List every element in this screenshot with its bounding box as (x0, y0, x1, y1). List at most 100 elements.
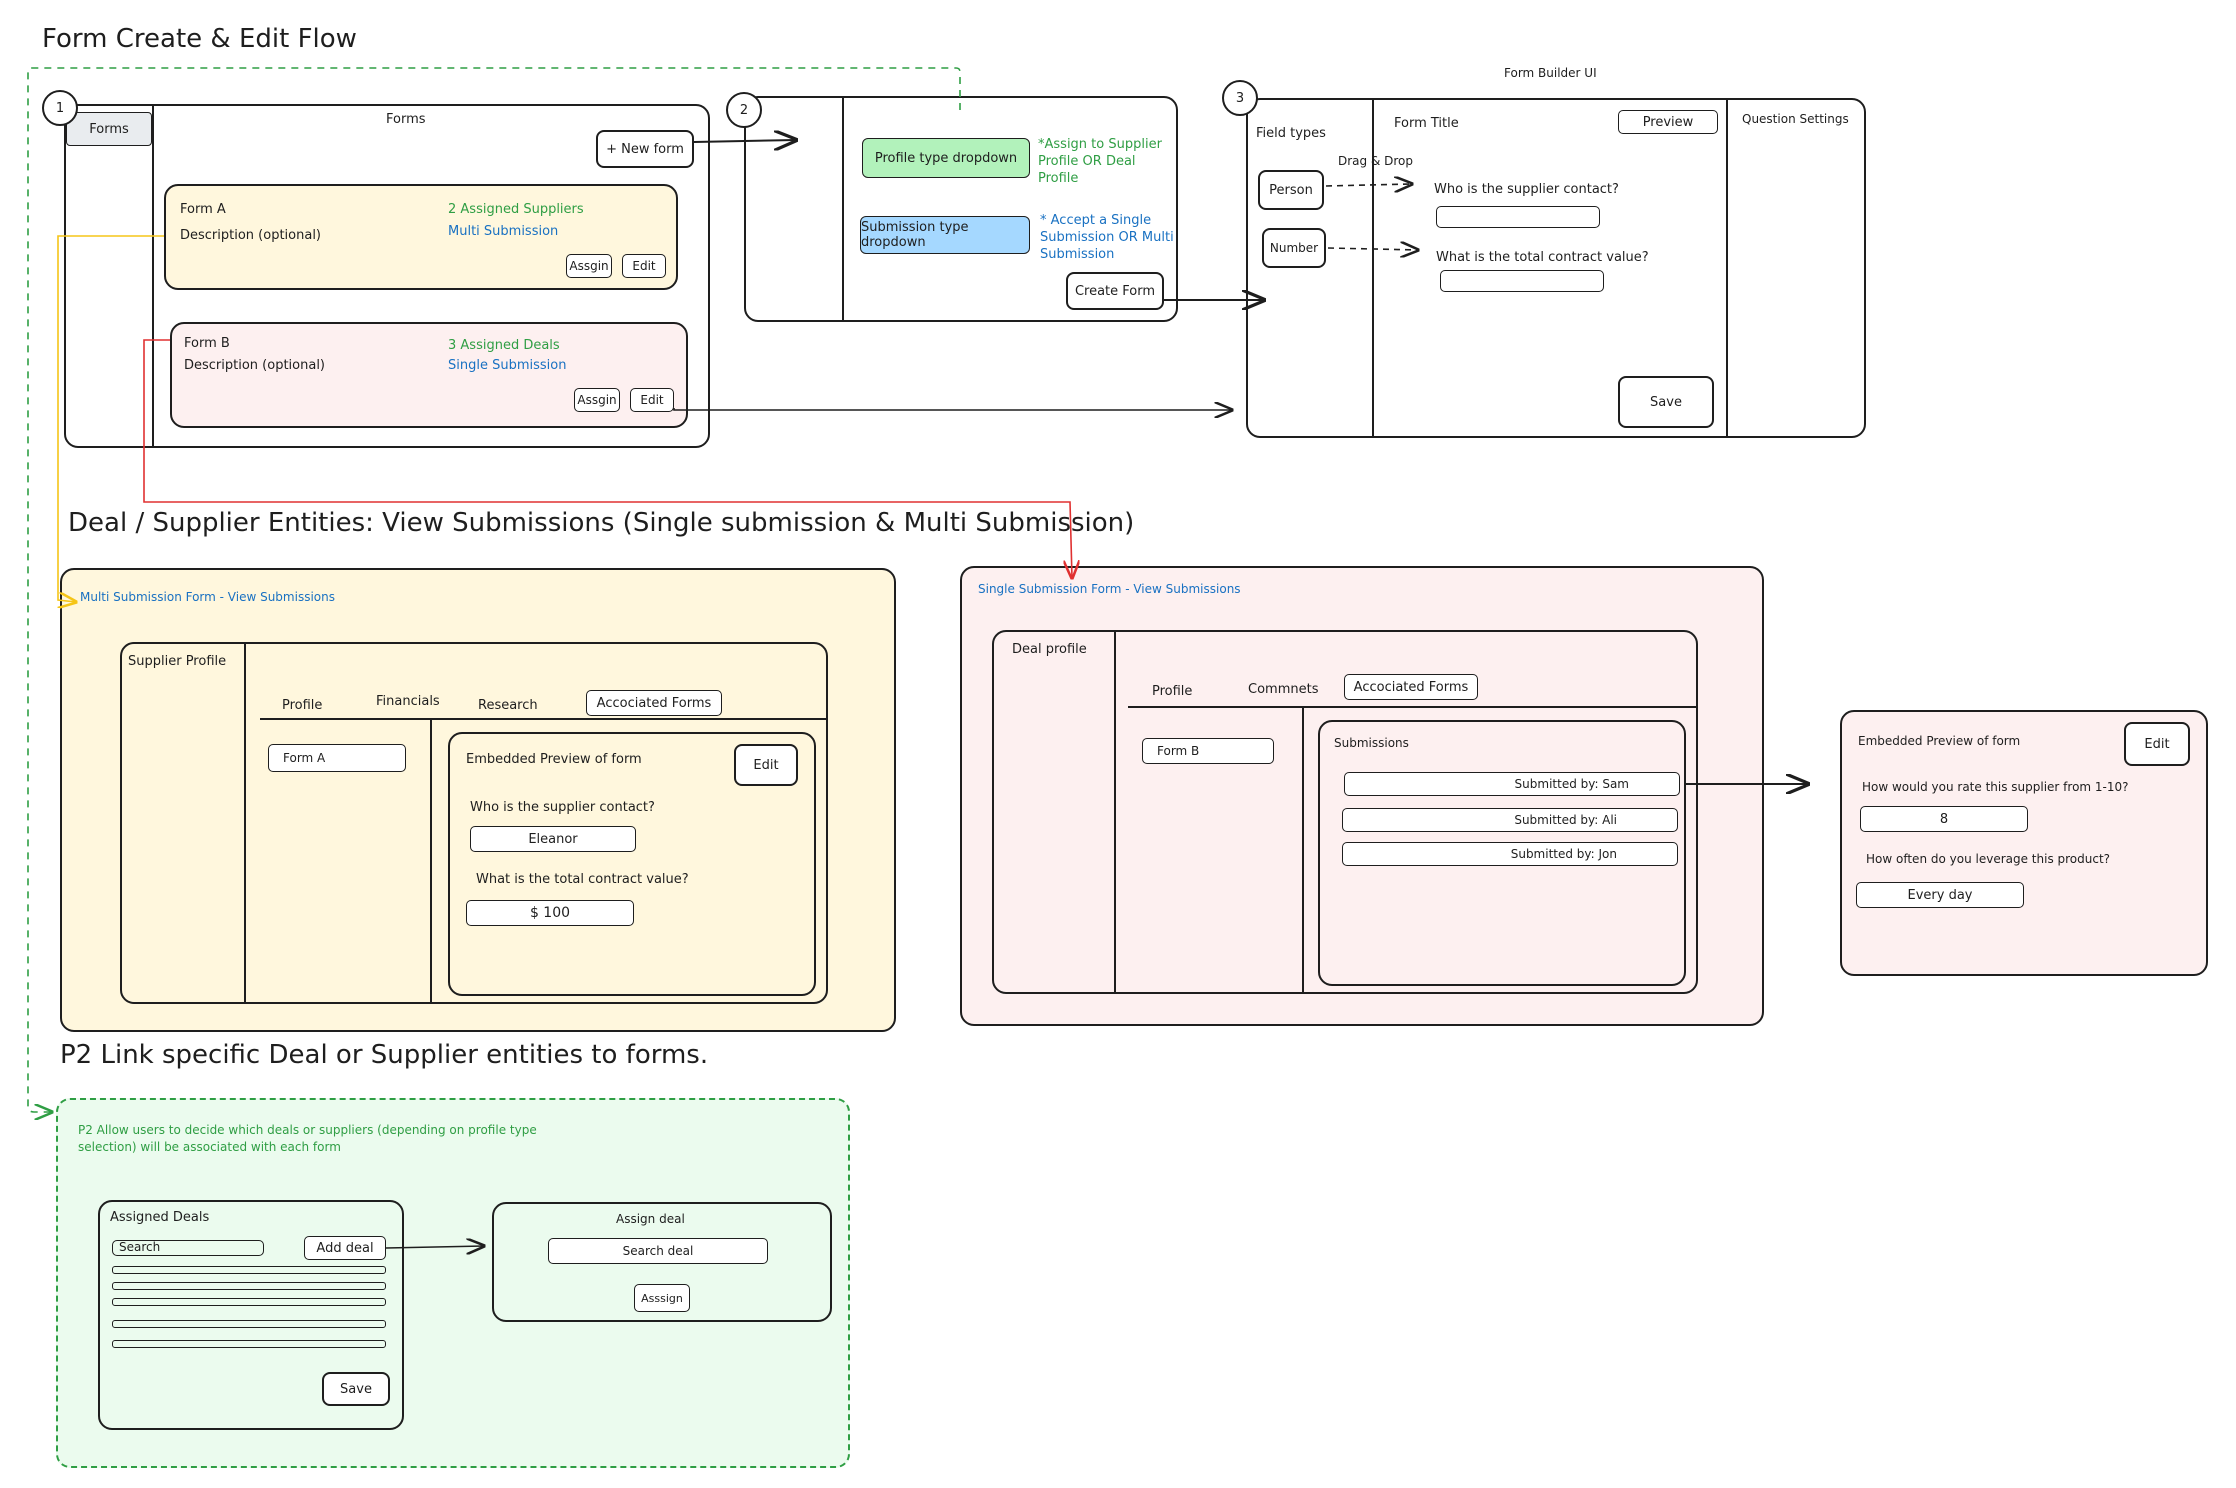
submission-row[interactable]: Submitted by: Sam (1344, 772, 1680, 796)
embedded-preview-q1: How would you rate this supplier from 1-… (1862, 780, 2129, 794)
assigned-deals-frame (98, 1200, 404, 1430)
submission-type-note: * Accept a Single Submission OR Multi Su… (1040, 213, 1174, 262)
form-b-description: Description (optional) (184, 358, 326, 373)
form-a-description: Description (optional) (180, 228, 322, 243)
forms-header: Forms (386, 112, 426, 127)
builder-answer-1-input[interactable] (1436, 206, 1600, 228)
entities-title: Deal / Supplier Entities: View Submissio… (68, 508, 1135, 538)
single-submission-panel (960, 566, 1764, 1026)
forms-sidebar-divider (152, 104, 154, 448)
step-2-badge: 2 (726, 92, 762, 128)
deal-list-row[interactable] (112, 1320, 386, 1328)
question-settings-label: Question Settings (1742, 112, 1849, 126)
multi-panel-label: Multi Submission Form - View Submissions (80, 590, 335, 604)
arrow-edit-to-builder (673, 408, 1232, 410)
form-builder-caption: Form Builder UI (1504, 66, 1597, 80)
form-a-edit-button[interactable]: Edit (622, 254, 666, 278)
assign-deal-title: Assign deal (616, 1212, 685, 1226)
supplier-tab-research[interactable]: Research (478, 698, 538, 713)
step-1-badge: 1 (42, 90, 78, 126)
p2-title: P2 Link specific Deal or Supplier entiti… (60, 1040, 709, 1070)
deal-profile-frame (992, 630, 1698, 994)
multi-preview-edit-button[interactable]: Edit (734, 744, 798, 786)
new-form-button[interactable]: + New form (596, 130, 694, 168)
embedded-preview-a1[interactable]: 8 (1860, 806, 2028, 832)
p2-panel (56, 1098, 850, 1468)
add-deal-button[interactable]: Add deal (304, 1236, 386, 1260)
supplier-tab-associated-forms[interactable]: Accociated Forms (586, 690, 722, 716)
submissions-title: Submissions (1334, 736, 1409, 750)
assign-deal-button[interactable]: Asssign (634, 1284, 690, 1312)
embedded-preview-q2: How often do you leverage this product? (1866, 852, 2111, 866)
builder-right-divider (1726, 98, 1728, 438)
multi-preview-q1: Who is the supplier contact? (470, 800, 655, 815)
deal-tab-comments[interactable]: Commnets (1248, 682, 1319, 697)
deal-profile-label: Deal profile (1012, 642, 1087, 657)
multi-preview-q2: What is the total contract value? (476, 872, 689, 887)
submission-row[interactable]: Submitted by: Ali (1342, 808, 1678, 832)
supplier-tab-financials[interactable]: Financials (376, 694, 440, 709)
deal-list-row[interactable] (112, 1298, 386, 1306)
supplier-tab-profile[interactable]: Profile (282, 698, 323, 713)
multi-preview-a1[interactable]: Eleanor (470, 826, 636, 852)
step-3-badge: 3 (1222, 80, 1258, 116)
form-a-type: Multi Submission (448, 224, 559, 239)
deal-tabs-underline (1128, 706, 1698, 708)
form-a-name: Form A (180, 202, 226, 217)
assigned-deals-title: Assigned Deals (110, 1210, 210, 1225)
form-b-assigned: 3 Assigned Deals (448, 338, 560, 353)
flow-title: Form Create & Edit Flow (42, 24, 357, 54)
deal-list-row[interactable] (112, 1266, 386, 1274)
embedded-preview-title: Embedded Preview of form (1858, 734, 2021, 748)
forms-sidebar-tab[interactable]: Forms (66, 112, 152, 146)
supplier-profile-label: Supplier Profile (128, 654, 227, 669)
deal-tab-profile[interactable]: Profile (1152, 684, 1193, 699)
drag-drop-label: Drag & Drop (1338, 154, 1413, 168)
form-b-assign-button[interactable]: Assgin (574, 388, 620, 412)
submissions-frame (1318, 720, 1686, 986)
form-b-card[interactable] (170, 322, 688, 428)
single-panel-label: Single Submission Form - View Submission… (978, 582, 1241, 596)
create-dialog-divider (842, 96, 844, 322)
supplier-tabs-underline (260, 718, 828, 720)
profile-type-note: *Assign to Supplier Profile OR Deal Prof… (1038, 137, 1162, 186)
deal-list-row[interactable] (112, 1282, 386, 1290)
deal-form-b-item[interactable]: Form B (1142, 738, 1274, 764)
deal-list-row[interactable] (112, 1340, 386, 1348)
form-title-label[interactable]: Form Title (1394, 116, 1459, 131)
form-b-name: Form B (184, 336, 230, 351)
assigned-deals-save-button[interactable]: Save (322, 1372, 390, 1406)
form-a-assign-button[interactable]: Assgin (566, 254, 612, 278)
builder-question-2: What is the total contract value? (1436, 250, 1649, 265)
assign-deal-frame (492, 1202, 832, 1322)
form-builder-panel (1246, 98, 1866, 438)
form-b-edit-button[interactable]: Edit (630, 388, 674, 412)
submission-row[interactable]: Submitted by: Jon (1342, 842, 1678, 866)
preview-button[interactable]: Preview (1618, 110, 1718, 134)
supplier-list-divider (430, 718, 432, 1004)
search-deal-input[interactable]: Search deal (548, 1238, 768, 1264)
multi-preview-title: Embedded Preview of form (466, 752, 642, 767)
builder-left-divider (1372, 98, 1374, 438)
builder-question-1: Who is the supplier contact? (1434, 182, 1619, 197)
deal-sidebar-divider (1114, 630, 1116, 994)
field-types-label: Field types (1256, 126, 1326, 141)
embedded-preview-edit-button[interactable]: Edit (2124, 722, 2190, 766)
deal-list-divider (1302, 706, 1304, 994)
profile-type-dropdown[interactable]: Profile type dropdown (862, 138, 1030, 178)
builder-save-button[interactable]: Save (1618, 376, 1714, 428)
supplier-sidebar-divider (244, 642, 246, 1004)
form-a-assigned: 2 Assigned Suppliers (448, 202, 584, 217)
deal-tab-associated-forms[interactable]: Accociated Forms (1344, 674, 1478, 700)
assigned-deals-search-input[interactable]: Search (112, 1240, 264, 1256)
submission-type-dropdown[interactable]: Submission type dropdown (860, 216, 1030, 254)
builder-answer-2-input[interactable] (1440, 270, 1604, 292)
embedded-preview-a2[interactable]: Every day (1856, 882, 2024, 908)
person-field-type[interactable]: Person (1258, 170, 1324, 210)
p2-note: P2 Allow users to decide which deals or … (78, 1123, 537, 1154)
create-form-button[interactable]: Create Form (1066, 272, 1164, 310)
supplier-form-a-item[interactable]: Form A (268, 744, 406, 772)
multi-preview-a2[interactable]: $ 100 (466, 900, 634, 926)
number-field-type[interactable]: Number (1262, 228, 1326, 268)
form-b-type: Single Submission (448, 358, 567, 373)
